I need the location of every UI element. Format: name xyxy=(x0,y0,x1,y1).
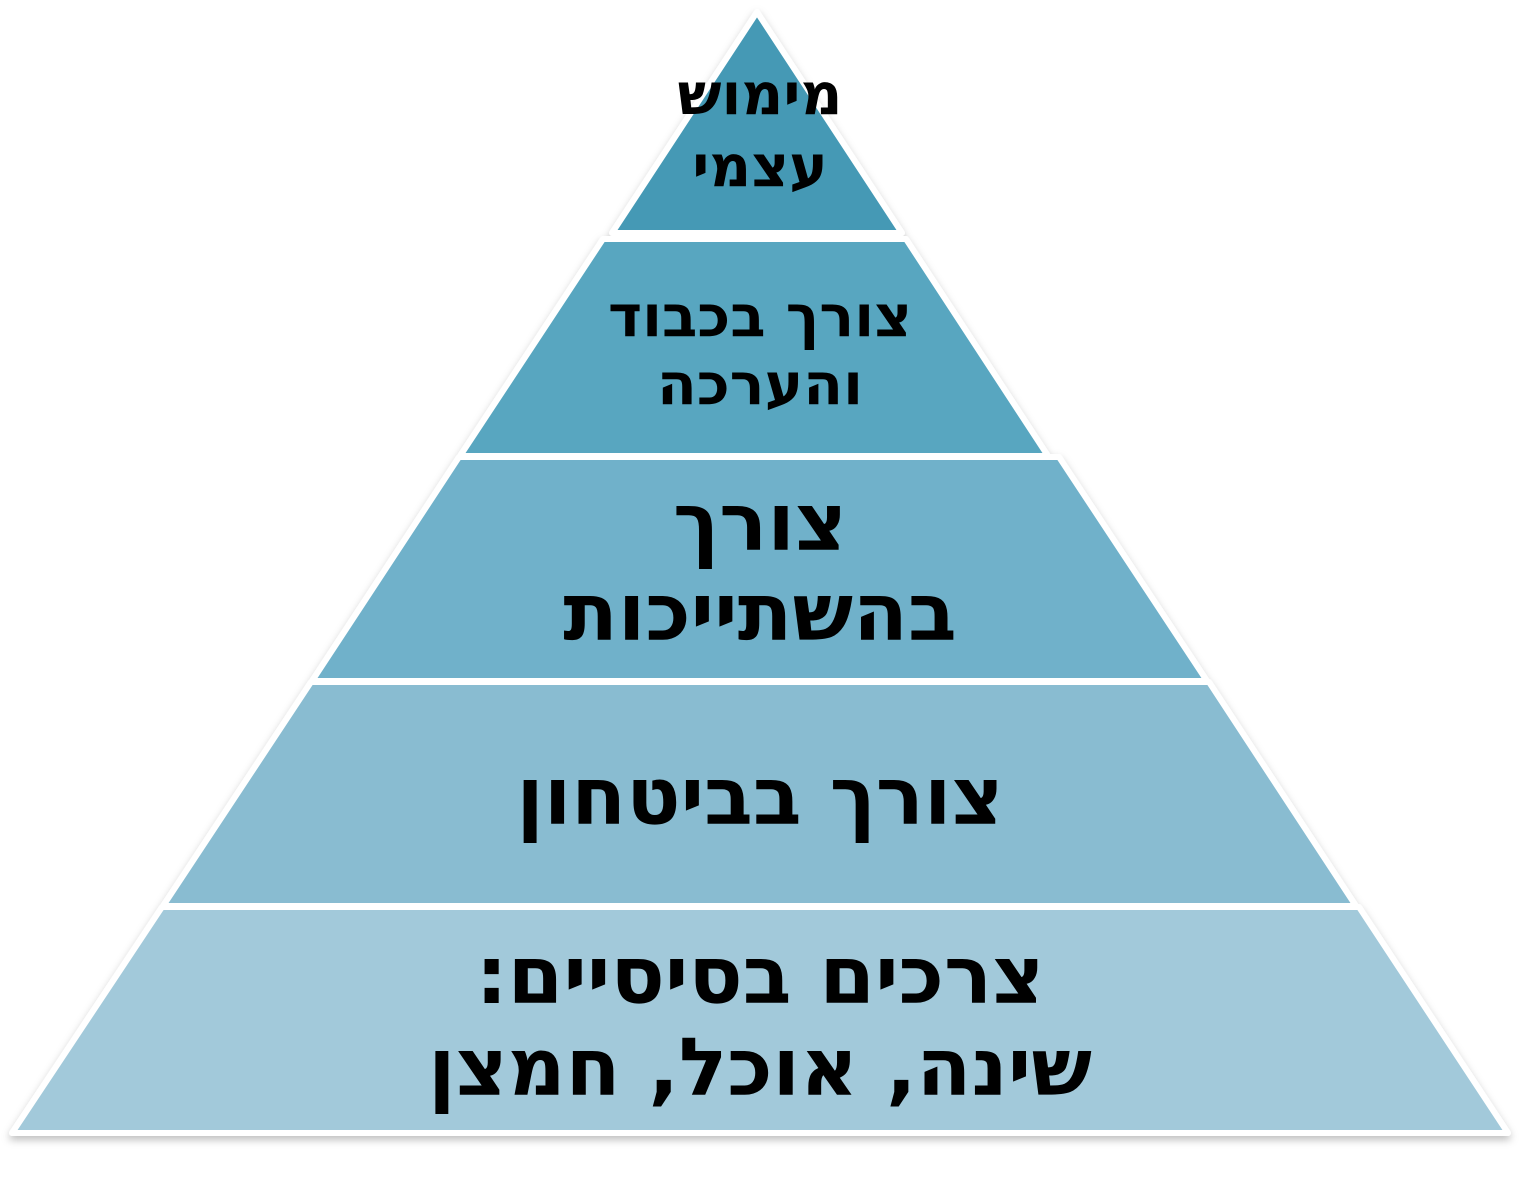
pyramid-level-self-actualization xyxy=(609,9,905,236)
level-label-line: צרכים בסיסיים: xyxy=(475,929,1045,1022)
level-label-line: בהשתייכות xyxy=(563,566,957,659)
level-label-line: צורך xyxy=(672,476,848,569)
level-label-belonging: צורך בהשתייכות xyxy=(0,478,1520,658)
level-label-self-actualization: מימוש עצמי xyxy=(0,58,1520,202)
level-label-safety: צורך בביטחון xyxy=(0,752,1520,842)
pyramid-level-physiological xyxy=(9,904,1511,1136)
level-label-esteem: צורך בכבוד והערכה xyxy=(0,282,1520,418)
level-label-line: צורך בכבוד xyxy=(608,282,912,350)
level-label-physiological: צרכים בסיסיים: שינה, אוכל, חמצן xyxy=(0,930,1520,1114)
level-label-line: שינה, אוכל, חמצן xyxy=(428,1021,1092,1114)
level-label-line: מימוש xyxy=(677,60,843,128)
level-label-line: והערכה xyxy=(656,350,863,418)
level-label-line: עצמי xyxy=(692,132,828,200)
level-label-line: צורך בביטחון xyxy=(516,750,1004,843)
